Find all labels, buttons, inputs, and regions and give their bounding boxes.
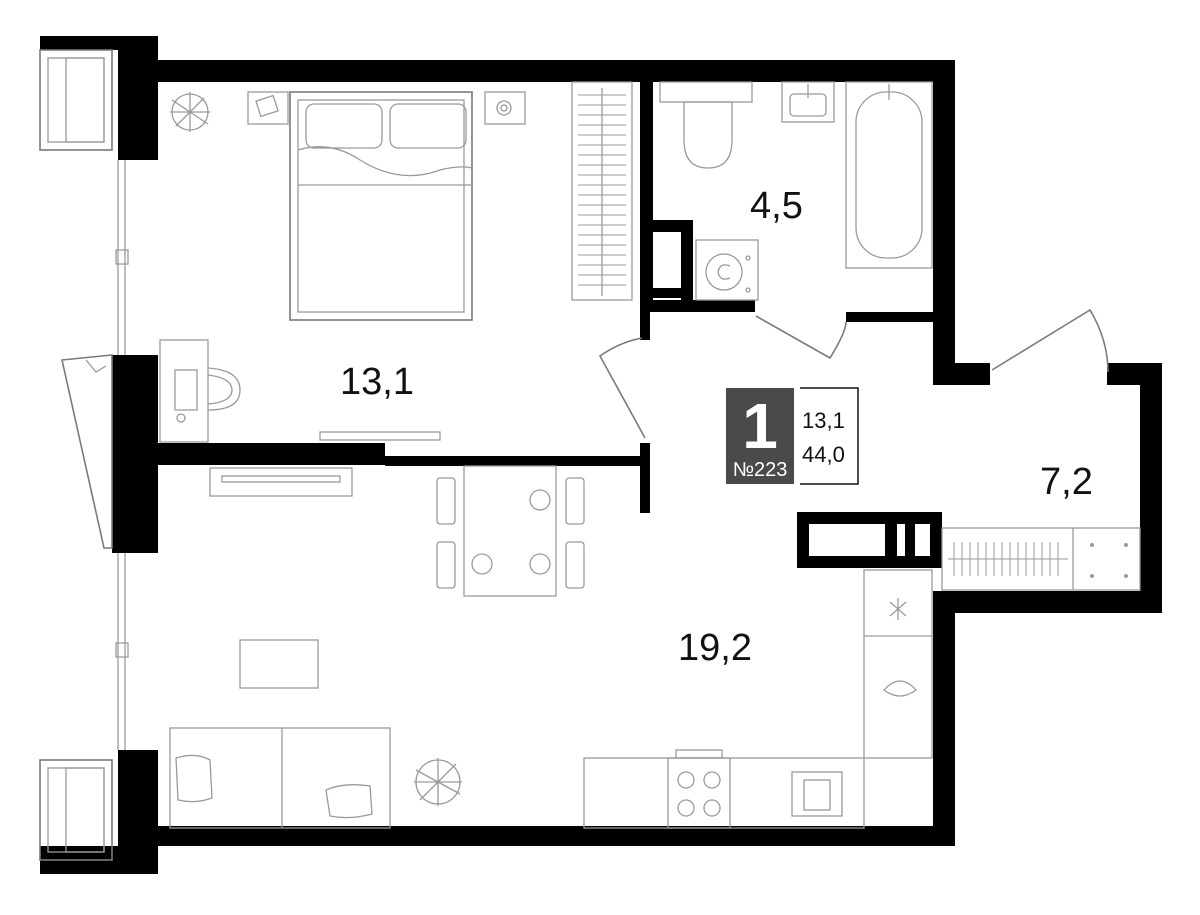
bedroom-area-label: 13,1 [340, 361, 414, 403]
shoe-rack-icon [941, 527, 1141, 591]
living-area-value: 13,1 [802, 408, 845, 433]
plant-icon [414, 758, 462, 806]
toilet-icon [659, 81, 753, 169]
bathroom-fixtures [659, 81, 933, 360]
apartment-badge: 1 №223 13,1 44,0 [726, 387, 859, 485]
total-area-value: 44,0 [802, 442, 845, 467]
bathroom-area-label: 4,5 [750, 185, 803, 227]
plant-icon [170, 92, 210, 132]
hall-fixtures [941, 308, 1141, 591]
sofa-icon [169, 727, 391, 829]
wardrobe-icon [571, 81, 633, 301]
sink-icon [781, 81, 835, 123]
bed-icon [289, 91, 473, 321]
living-furniture [169, 465, 933, 829]
left-windows [39, 49, 129, 861]
rooms-count: 1 [742, 390, 778, 462]
walls [40, 36, 1162, 874]
hall-area-label: 7,2 [1040, 461, 1093, 503]
apartment-number: №223 [733, 459, 788, 481]
bedroom-furniture [159, 81, 646, 443]
washing-machine-icon [695, 239, 759, 301]
kitchen-icon [583, 569, 933, 829]
living-area-label: 19,2 [678, 627, 752, 669]
area-box [800, 387, 859, 485]
desk-icon [159, 339, 241, 443]
dining-table-icon [436, 465, 585, 597]
bathtub-icon [845, 81, 933, 269]
badge-background [726, 388, 794, 484]
